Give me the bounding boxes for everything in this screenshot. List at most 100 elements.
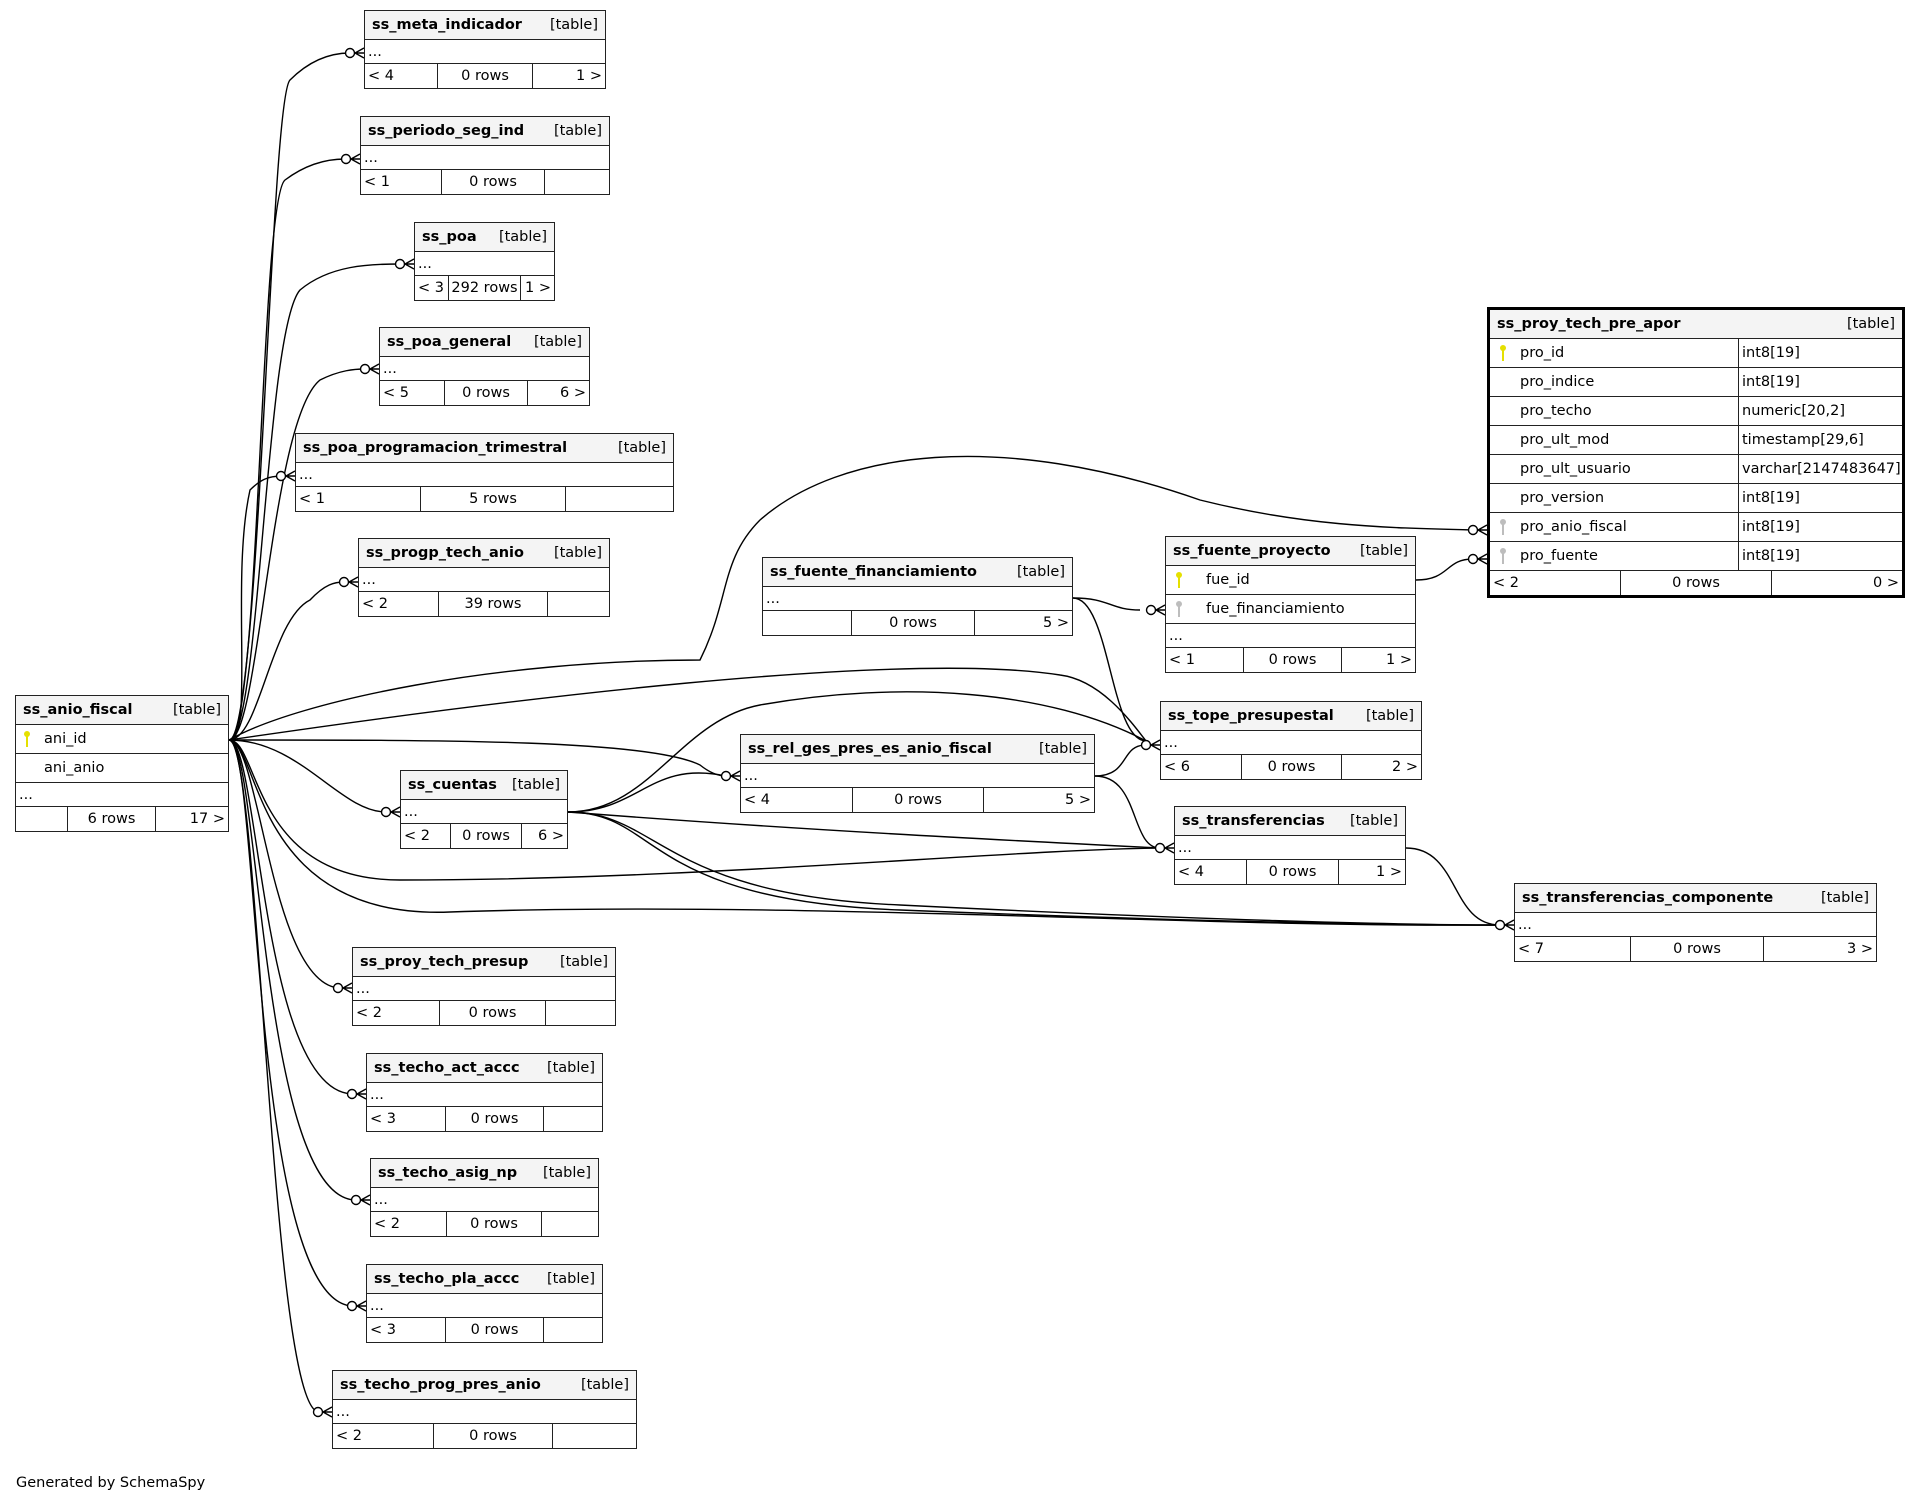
children-count[interactable]: 1 > bbox=[525, 280, 551, 296]
row-count: 6 rows bbox=[67, 807, 156, 831]
column-row[interactable]: fue_id bbox=[1166, 566, 1415, 595]
children-count[interactable]: 1 > bbox=[576, 68, 602, 84]
parents-count[interactable]: < 2 bbox=[362, 596, 388, 612]
parents-count[interactable]: < 2 bbox=[374, 1216, 400, 1232]
table-ss-fuente-proyecto[interactable]: ss_fuente_proyecto[table] fue_id fue_fin… bbox=[1165, 536, 1416, 673]
table-ss-rel-ges-pres-es-anio-fiscal[interactable]: ss_rel_ges_pres_es_anio_fiscal[table] ..… bbox=[740, 734, 1095, 813]
crows-foot-marker bbox=[1477, 553, 1488, 565]
children-count[interactable]: 0 > bbox=[1873, 575, 1899, 591]
children-count[interactable] bbox=[566, 487, 673, 511]
row-count: 0 rows bbox=[1241, 755, 1342, 779]
table-footer: < 6 0 rows 2 > bbox=[1161, 755, 1421, 779]
parents-count[interactable]: < 4 bbox=[1178, 864, 1204, 880]
crows-foot-marker bbox=[1150, 739, 1161, 751]
children-count[interactable]: 1 > bbox=[1376, 864, 1402, 880]
crows-foot-marker bbox=[350, 153, 361, 165]
row-count: 0 rows bbox=[437, 64, 533, 88]
row-count: 0 rows bbox=[1630, 937, 1764, 961]
children-count[interactable] bbox=[542, 1212, 598, 1236]
table-footer: < 5 0 rows 6 > bbox=[380, 381, 589, 405]
parents-count[interactable]: < 2 bbox=[404, 828, 430, 844]
more-columns: ... bbox=[353, 977, 615, 1001]
table-ss-fuente-financiamiento[interactable]: ss_fuente_financiamiento[table] ... 0 ro… bbox=[762, 557, 1073, 636]
table-ss-transferencias-componente[interactable]: ss_transferencias_componente[table] ... … bbox=[1514, 883, 1877, 962]
parents-count[interactable]: < 7 bbox=[1518, 941, 1544, 957]
crows-foot-marker bbox=[356, 1088, 367, 1100]
primary-key-icon bbox=[1498, 344, 1510, 362]
children-count[interactable]: 2 > bbox=[1392, 759, 1418, 775]
parents-count[interactable]: < 1 bbox=[1169, 652, 1195, 668]
parents-count[interactable]: < 1 bbox=[299, 491, 325, 507]
parents-count[interactable]: < 3 bbox=[370, 1111, 396, 1127]
column-name: fue_financiamiento bbox=[1206, 601, 1345, 617]
parents-count[interactable]: < 4 bbox=[368, 68, 394, 84]
column-type: int8[19] bbox=[1738, 368, 1902, 396]
children-count[interactable]: 5 > bbox=[1065, 792, 1091, 808]
parents-count[interactable] bbox=[16, 807, 67, 831]
table-name: ss_progp_tech_anio bbox=[366, 545, 524, 561]
children-count[interactable] bbox=[553, 1424, 636, 1448]
children-count[interactable]: 17 > bbox=[189, 811, 225, 827]
row-count: 0 rows bbox=[444, 381, 528, 405]
children-count[interactable] bbox=[546, 1001, 615, 1025]
children-count[interactable] bbox=[545, 170, 609, 194]
children-count[interactable]: 6 > bbox=[538, 828, 564, 844]
table-ss-poa-programacion-trimestral[interactable]: ss_poa_programacion_trimestral[table] ..… bbox=[295, 433, 674, 512]
children-count[interactable]: 6 > bbox=[560, 385, 586, 401]
row-count: 0 rows bbox=[852, 788, 984, 812]
column-row[interactable]: ani_id bbox=[16, 725, 228, 754]
parents-count[interactable]: < 2 bbox=[356, 1005, 382, 1021]
table-kind: [table] bbox=[1349, 813, 1398, 829]
crows-foot-marker bbox=[322, 1406, 333, 1418]
crows-foot-marker bbox=[356, 1300, 367, 1312]
column-name: fue_id bbox=[1206, 572, 1250, 588]
parents-count[interactable]: < 3 bbox=[418, 280, 444, 296]
parents-count[interactable]: < 5 bbox=[383, 385, 409, 401]
children-count[interactable]: 3 > bbox=[1847, 941, 1873, 957]
parents-count[interactable]: < 4 bbox=[744, 792, 770, 808]
table-ss-anio-fiscal[interactable]: ss_anio_fiscal[table] ani_id ani_anio ..… bbox=[15, 695, 229, 832]
table-header: ss_techo_prog_pres_anio[table] bbox=[333, 1371, 636, 1400]
children-count[interactable]: 1 > bbox=[1386, 652, 1412, 668]
column-row[interactable]: pro_indice int8[19] bbox=[1490, 368, 1902, 397]
crows-foot-marker bbox=[1155, 604, 1166, 616]
more-columns: ... bbox=[401, 800, 567, 824]
parents-count[interactable]: < 2 bbox=[336, 1428, 362, 1444]
parents-count[interactable]: < 6 bbox=[1164, 759, 1190, 775]
children-count[interactable]: 5 > bbox=[1043, 615, 1069, 631]
children-count[interactable] bbox=[544, 1318, 602, 1342]
parents-count[interactable]: < 1 bbox=[364, 174, 390, 190]
relationship-edge bbox=[1415, 558, 1474, 581]
children-count[interactable] bbox=[548, 592, 609, 616]
column-row[interactable]: fue_financiamiento bbox=[1166, 595, 1415, 624]
children-count[interactable] bbox=[544, 1107, 602, 1131]
parents-count[interactable] bbox=[763, 611, 851, 635]
parents-count[interactable]: < 3 bbox=[370, 1322, 396, 1338]
column-name: pro_indice bbox=[1520, 374, 1595, 390]
crows-foot-marker bbox=[404, 258, 415, 270]
column-row[interactable]: ani_anio bbox=[16, 754, 228, 783]
parents-count[interactable]: < 2 bbox=[1493, 575, 1519, 591]
